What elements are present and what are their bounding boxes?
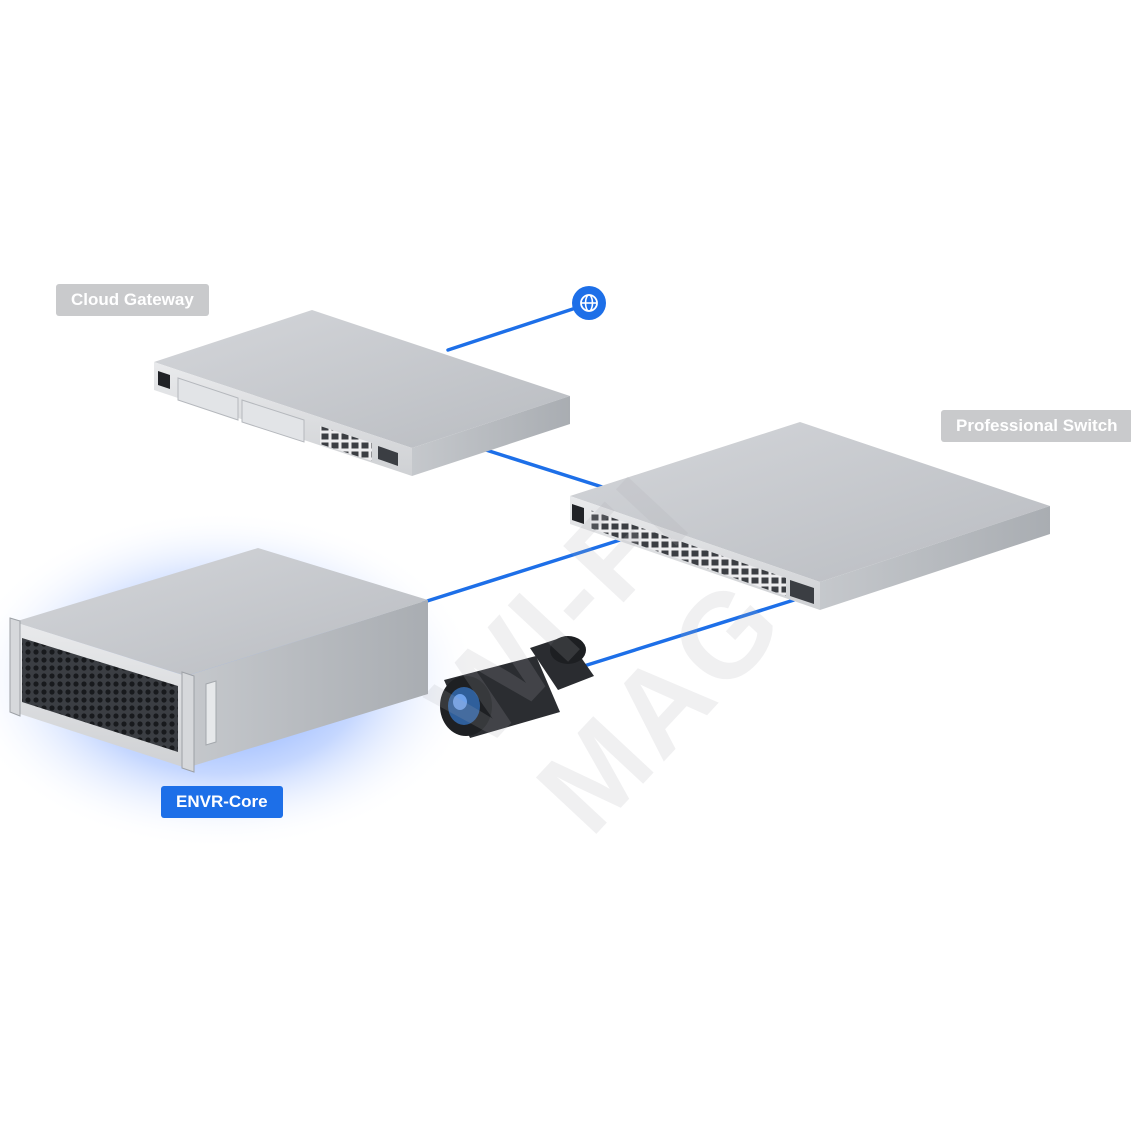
professional-switch-device xyxy=(570,422,1050,610)
camera-device xyxy=(440,636,594,738)
connections xyxy=(422,302,796,668)
cloud-gateway-label: Cloud Gateway xyxy=(56,284,209,316)
link-envr-switch xyxy=(422,538,622,604)
link-gateway-switch xyxy=(484,448,620,494)
globe-icon xyxy=(572,286,606,320)
professional-switch-label: Professional Switch xyxy=(941,410,1131,442)
envr-core-device xyxy=(9,548,428,773)
link-gateway-internet xyxy=(446,302,590,352)
link-camera-switch xyxy=(582,598,796,668)
cloud-gateway-device xyxy=(154,310,570,476)
envr-core-label: ENVR-Core xyxy=(161,786,283,818)
